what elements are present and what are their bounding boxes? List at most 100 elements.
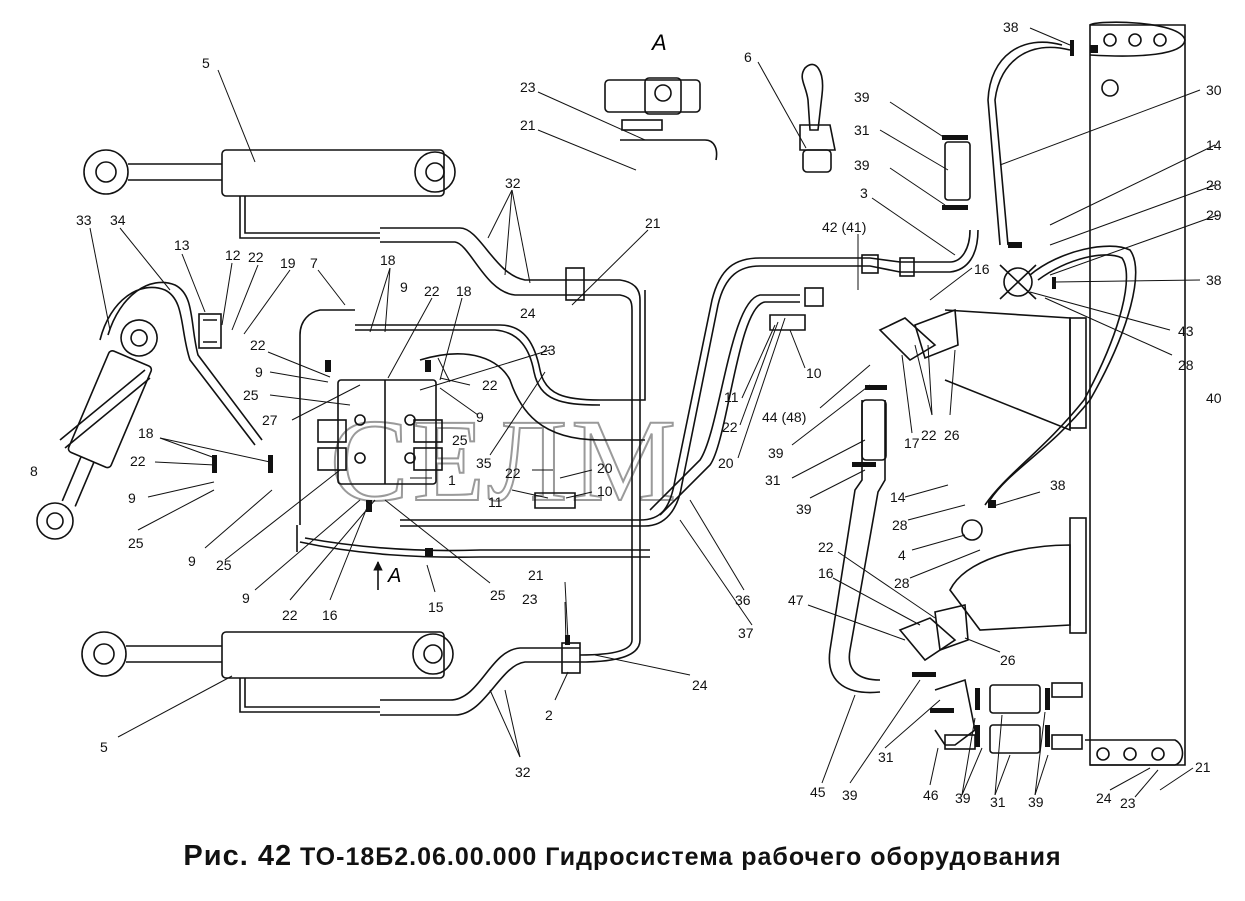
callout: 8	[30, 463, 38, 479]
callout: 14	[890, 489, 906, 505]
callout: 16	[974, 261, 990, 277]
callout: 9	[476, 409, 484, 425]
callout: 31	[990, 794, 1006, 810]
callout: 21	[645, 215, 661, 231]
callout: 22	[921, 427, 937, 443]
callout: 4	[898, 547, 906, 563]
callout: 17	[904, 435, 920, 451]
watermark: СЕЛМ	[330, 395, 680, 526]
callout: 11	[488, 494, 503, 510]
callout: 20	[597, 460, 613, 476]
callout: 25	[243, 387, 259, 403]
callout: 20	[718, 455, 734, 471]
callout: 25	[128, 535, 144, 551]
fasteners	[212, 40, 1098, 747]
callout: 39	[1028, 794, 1044, 810]
view-a-label: A	[650, 30, 667, 55]
callout: 6	[744, 49, 752, 65]
callout: 19	[280, 255, 296, 271]
callout: 24	[692, 677, 708, 693]
callout: 37	[738, 625, 754, 641]
callout: 24	[1096, 790, 1112, 806]
figure-caption: Рис. 42 ТО-18Б2.06.00.000 Гидросистема р…	[0, 840, 1245, 873]
callout: 39	[842, 787, 858, 803]
callout: 10	[806, 365, 822, 381]
callout: 13	[174, 237, 190, 253]
callout: 7	[310, 255, 318, 271]
callout: 39	[854, 157, 870, 173]
callout: 29	[1206, 207, 1222, 223]
callout: 32	[505, 175, 521, 191]
callout: 35	[476, 455, 492, 471]
callout: 23	[522, 591, 538, 607]
valve-block	[317, 379, 443, 485]
callout: 33	[76, 212, 92, 228]
callout: 30	[1206, 82, 1222, 98]
callout: 18	[456, 283, 472, 299]
callout: 15	[428, 599, 444, 615]
callout: 22	[248, 249, 264, 265]
callout: 28	[892, 517, 908, 533]
callout: 42 (41)	[822, 219, 866, 235]
callout: 25	[452, 432, 468, 448]
callout: 47	[788, 592, 804, 608]
callout: 38	[1050, 477, 1066, 493]
callout: 12	[225, 247, 241, 263]
leader-lines	[89, 27, 1219, 798]
callout: 22	[818, 539, 834, 555]
callout: 31	[765, 472, 781, 488]
view-a-arrow-label: A	[387, 565, 401, 587]
callout: 2	[545, 707, 553, 723]
callout: 22	[250, 337, 266, 353]
callout: 9	[400, 279, 408, 295]
callout: 21	[528, 567, 544, 583]
callout: 18	[138, 425, 154, 441]
callout: 5	[100, 739, 108, 755]
callout: 28	[1178, 357, 1194, 373]
callout: 46	[923, 787, 939, 803]
callout: 39	[955, 790, 971, 806]
callout: 36	[735, 592, 751, 608]
callout: 21	[1195, 759, 1211, 775]
callout: 26	[1000, 652, 1016, 668]
callout: 9	[188, 553, 196, 569]
callout: 38	[1206, 272, 1222, 288]
callout: 31	[854, 122, 870, 138]
callout: 23	[1120, 795, 1136, 811]
callout: 18	[380, 252, 396, 268]
top-cylinder	[83, 149, 456, 239]
callout: 1	[448, 472, 456, 488]
callout: 25	[490, 587, 506, 603]
callout: 9	[242, 590, 250, 606]
callout: 3	[860, 185, 868, 201]
callout: 45	[810, 784, 826, 800]
callouts: 5 5 6 23 21 32 21 33 34 13 12 22 19 7 18…	[30, 19, 1222, 811]
callout: 43	[1178, 323, 1194, 339]
callout: 9	[128, 490, 136, 506]
callout: 10	[597, 483, 613, 499]
callout: 39	[768, 445, 784, 461]
callout: 22	[130, 453, 146, 469]
callout: 9	[255, 364, 263, 380]
callout: 16	[818, 565, 834, 581]
figure-title: ТО-18Б2.06.00.000 Гидросистема рабочего …	[300, 843, 1062, 871]
callout: 27	[262, 412, 278, 428]
callout: 22	[722, 419, 738, 435]
callout: 26	[944, 427, 960, 443]
callout: 28	[1206, 177, 1222, 193]
left-cylinder	[61, 319, 158, 507]
callout: 14	[1206, 137, 1222, 153]
callout: 38	[1003, 19, 1019, 35]
figure-number: Рис. 42	[183, 840, 293, 872]
callout: 23	[540, 342, 556, 358]
callout: 22	[424, 283, 440, 299]
callout: 39	[854, 89, 870, 105]
callout: 22	[482, 377, 498, 393]
callout: 24	[520, 305, 536, 321]
callout: 23	[520, 79, 536, 95]
callout: 31	[878, 749, 894, 765]
callout: 40	[1206, 390, 1222, 406]
callout: 22	[282, 607, 298, 623]
